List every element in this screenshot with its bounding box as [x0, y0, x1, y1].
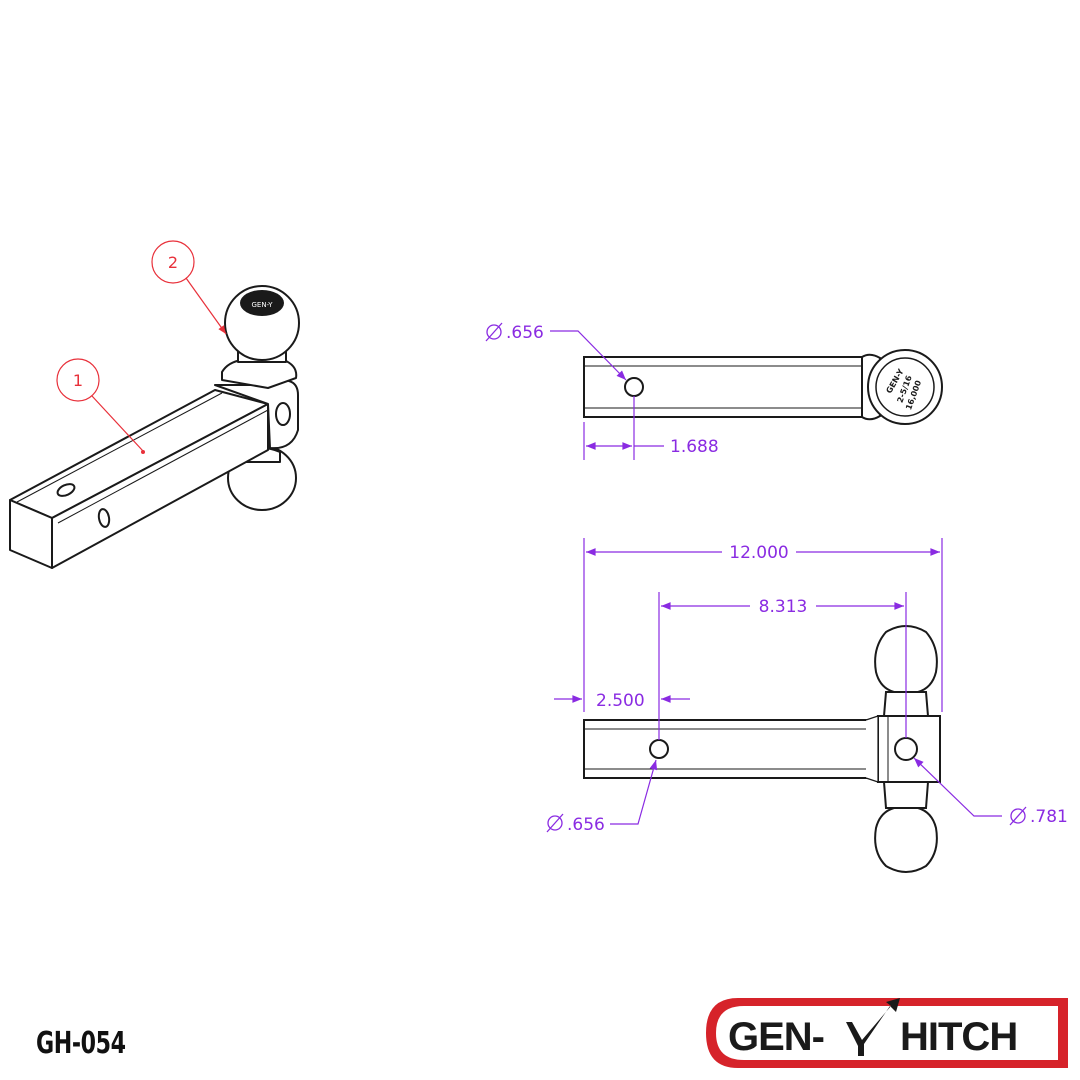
dim-top-hole-diameter: .656 [485, 322, 627, 381]
svg-text:GEN-Y: GEN-Y [251, 301, 273, 309]
side-view-ball-hole [894, 737, 918, 761]
diameter-symbol [546, 813, 564, 833]
dim-hole-spacing-label: 8.313 [759, 597, 808, 617]
svg-text:.656: .656 [506, 323, 544, 343]
iso-top-ball: GEN-Y [224, 285, 300, 363]
svg-text:.781: .781 [1030, 807, 1068, 827]
diameter-symbol [1009, 806, 1027, 826]
dim-end-to-hole-label: 2.500 [596, 691, 645, 711]
diameter-symbol [485, 322, 503, 342]
isometric-view: GEN-Y [9, 285, 300, 569]
dim-overall-length-label: 12.000 [729, 543, 788, 563]
part-number: GH-054 [36, 1026, 126, 1061]
svg-text:2: 2 [168, 253, 178, 272]
dim-hole-spacing [658, 592, 907, 740]
iso-shank [9, 389, 269, 569]
top-view: GEN-Y 2-5/16 16,000 [583, 349, 943, 425]
dim-top-hole-offset [583, 396, 664, 460]
balloon-1: 1 [56, 358, 145, 454]
balloon-2: 2 [151, 240, 227, 335]
dim-ball-hole-diameter: .781 [913, 757, 1068, 827]
iso-ball-mount [214, 359, 299, 450]
top-view-ball-stamp: GEN-Y 2-5/16 16,000 [884, 367, 923, 411]
svg-text:1: 1 [73, 371, 83, 390]
brand-logo: GEN- HITCH ® [706, 998, 1068, 1068]
dim-overall-length [583, 538, 943, 712]
side-view-pin-hole [649, 739, 669, 759]
svg-text:.656: .656 [567, 815, 605, 835]
dim-pin-hole-diameter: .656 [546, 759, 658, 835]
side-view [583, 625, 941, 873]
side-view-shank [583, 719, 879, 779]
svg-text:HITCH: HITCH [900, 1015, 1017, 1059]
svg-text:GEN-: GEN- [728, 1015, 824, 1059]
logo-y-arrow-icon [846, 998, 900, 1056]
top-view-pin-hole [624, 377, 644, 397]
svg-text:®: ® [1057, 1060, 1064, 1068]
dim-top-hole-offset-label: 1.688 [670, 437, 719, 457]
